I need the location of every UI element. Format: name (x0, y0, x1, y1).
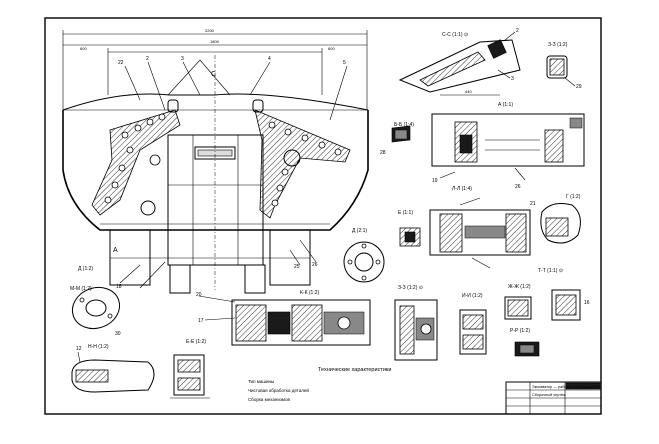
svg-text:28: 28 (380, 150, 386, 156)
view-d-round-flange: Д (2:1) (343, 228, 385, 283)
svg-text:26: 26 (515, 184, 521, 190)
svg-text:Р-Р (1:2): Р-Р (1:2) (510, 328, 530, 334)
callout-3: 3 (181, 56, 184, 62)
svg-text:А (1:1): А (1:1) (498, 102, 513, 108)
arm-bolt-holes (104, 113, 342, 207)
svg-text:1800: 1800 (210, 39, 220, 44)
view-a-detail: А (1:1) 19 26 (431, 102, 585, 190)
section-ii-view: И-И (1:2) (459, 293, 487, 355)
svg-text:30: 30 (115, 331, 121, 337)
notes-line-1: Тип машины (248, 379, 274, 384)
svg-text:С-С (1:1) ⊙: С-С (1:1) ⊙ (442, 32, 468, 38)
svg-text:16: 16 (584, 300, 590, 306)
callout-25: 25 (294, 264, 300, 270)
svg-text:З-З (1:2) ⊙: З-З (1:2) ⊙ (398, 285, 423, 291)
svg-text:К-К (1:2): К-К (1:2) (300, 290, 319, 296)
section-kk-view: К-К (1:2) 20 17 (196, 290, 371, 346)
svg-text:Л-Л (1:4): Л-Л (1:4) (452, 186, 472, 192)
svg-text:12: 12 (76, 346, 82, 352)
callout-18: 18 (116, 284, 122, 290)
view-e-detail: Е (1:1) (398, 210, 421, 247)
section-ee-view: Е-Е (1:2) (170, 339, 210, 399)
svg-text:Д (2:1): Д (2:1) (352, 228, 367, 234)
svg-text:Г (1:2): Г (1:2) (566, 194, 581, 200)
main-assembly-view: 2200 1800 600 600 (62, 28, 369, 294)
title-block-subtitle: Сборочный чертёж (532, 393, 566, 397)
svg-text:Н-Н (1:2): Н-Н (1:2) (88, 344, 109, 350)
svg-text:600: 600 (328, 46, 335, 51)
main-letter-c: С (211, 71, 216, 78)
section-ll-view: Л-Л (1:4) (429, 186, 531, 269)
svg-text:Ж-Ж (1:2): Ж-Ж (1:2) (508, 284, 531, 290)
main-letter-a: А (113, 247, 118, 254)
notes-line-3: Сборка механизмов (248, 397, 291, 402)
view-rr: Р-Р (1:2) (510, 328, 540, 357)
svg-text:17: 17 (198, 318, 204, 324)
svg-text:И-И (1:2): И-И (1:2) (462, 293, 483, 299)
svg-text:19: 19 (432, 178, 438, 184)
view-main-d: Д (1:2) (78, 266, 93, 272)
svg-text:3: 3 (511, 76, 514, 82)
notes-line-2: Чистовая обработка деталей (248, 387, 309, 393)
svg-text:600: 600 (80, 46, 87, 51)
section-tt-view: Т-Т (1:1) ⊙ 16 (538, 268, 590, 321)
callout-26: 26 (312, 262, 318, 268)
view-mm: М-М (1:2) 30 (70, 286, 121, 337)
title-block-title: Экскаватор — рабочее оборудование (532, 385, 599, 389)
title-block: Экскаватор — рабочее оборудование Сбороч… (505, 381, 602, 415)
section-zz-view: З-З (1:2) 29 (546, 42, 582, 90)
section-33-view: З-З (1:2) ⊙ (394, 285, 438, 361)
svg-text:2: 2 (516, 28, 519, 34)
svg-text:440: 440 (465, 89, 472, 94)
svg-text:Б-Б (1:4): Б-Б (1:4) (394, 122, 414, 128)
callout-4: 4 (268, 56, 271, 62)
view-b-detail: Б-Б (1:4) 28 (380, 122, 414, 156)
svg-text:Е-Е (1:2): Е-Е (1:2) (186, 339, 206, 345)
callout-2: 2 (146, 56, 149, 62)
svg-text:20: 20 (196, 292, 202, 298)
svg-text:М-М (1:2): М-М (1:2) (70, 286, 92, 292)
svg-text:Е (1:1): Е (1:1) (398, 210, 413, 216)
svg-text:29: 29 (576, 84, 582, 90)
svg-text:Т-Т (1:1) ⊙: Т-Т (1:1) ⊙ (538, 268, 563, 274)
callout-5: 5 (343, 60, 346, 66)
svg-text:З-З (1:2): З-З (1:2) (548, 42, 568, 48)
technical-notes: Технические характеристики Тип машины Чи… (248, 367, 391, 402)
section-cc-view: С-С (1:1) ⊙ 440 2 3 (398, 28, 521, 96)
section-gg-view: Г (1:2) 21 (530, 194, 581, 244)
section-zh-view: Ж-Ж (1:2) (504, 284, 532, 320)
view-nn: Н-Н (1:2) 12 (71, 344, 155, 393)
svg-text:21: 21 (530, 201, 536, 207)
callout-22: 22 (118, 60, 124, 66)
notes-heading: Технические характеристики (318, 367, 391, 373)
svg-text:2200: 2200 (205, 28, 215, 33)
